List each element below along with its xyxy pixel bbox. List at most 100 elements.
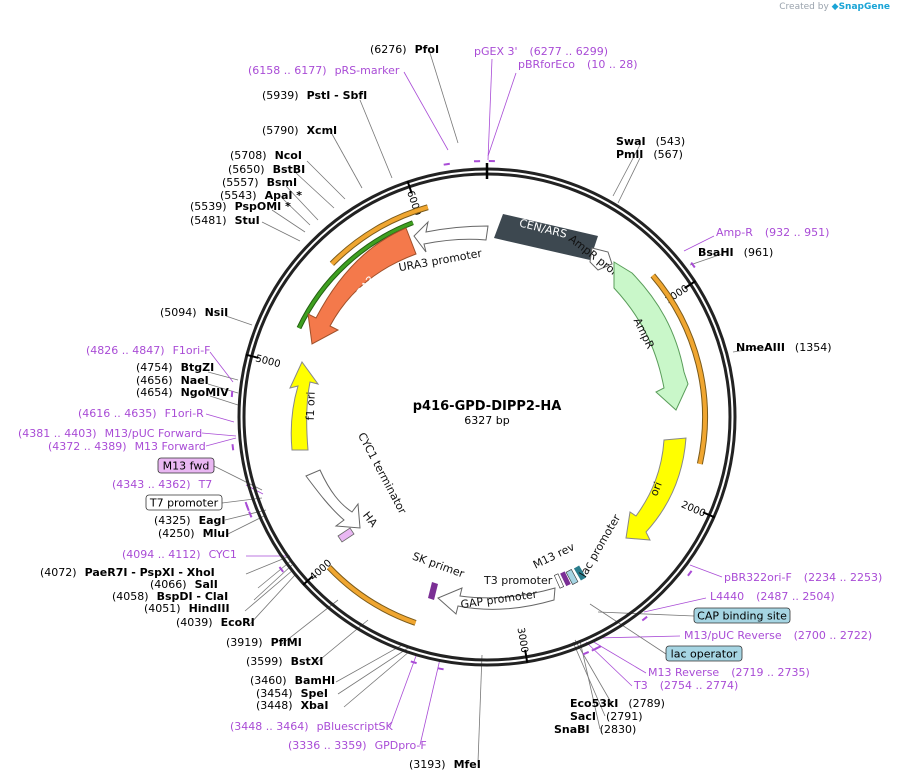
- primer-mark-11: [641, 615, 648, 622]
- lac-promoter-marker[interactable]: [573, 565, 587, 581]
- primer-l4440[interactable]: L4440(2487 .. 2504): [710, 590, 835, 603]
- primer-amp-r[interactable]: Amp-R(932 .. 951): [716, 226, 829, 239]
- site-snabi[interactable]: SnaBI(2830): [554, 723, 636, 736]
- svg-text:(4058)BspDI - ClaI: (4058)BspDI - ClaI: [112, 590, 228, 603]
- primer-f1ori-f[interactable]: (4826 .. 4847)F1ori-F: [86, 344, 211, 357]
- primer-pbr322ori-f[interactable]: pBR322ori-F(2234 .. 2253): [724, 571, 882, 584]
- svg-text:(4372 .. 4389)M13 Forward: (4372 .. 4389)M13 Forward: [48, 440, 206, 453]
- site-btgzi[interactable]: (4754)BtgZI: [136, 361, 214, 374]
- gap-promoter-feature[interactable]: [437, 587, 556, 615]
- primer-f1ori-r[interactable]: (4616 .. 4635)F1ori-R: [78, 407, 204, 420]
- tick-6000: [406, 180, 413, 194]
- svg-text:(5939)PstI - SbfI: (5939)PstI - SbfI: [262, 89, 367, 102]
- boxed-lac-operator[interactable]: lac operator: [665, 645, 743, 662]
- sk-primer-marker[interactable]: [428, 582, 438, 600]
- primer-gpdpro-f[interactable]: (3336 .. 3359)GPDpro-F: [288, 739, 427, 752]
- ura3-feature[interactable]: [307, 227, 417, 345]
- tick-4000: [302, 575, 314, 586]
- site-bstxi[interactable]: (3599)BstXI: [246, 655, 323, 668]
- restriction-site-labels[interactable]: (6276)PfoI (5939)PstI - SbfI (5790)XcmI (57…: [40, 43, 832, 771]
- boxed-t7-promoter[interactable]: T7 promoter: [145, 494, 223, 511]
- svg-text:(6158 .. 6177)pRS-marker: (6158 .. 6177)pRS-marker: [248, 64, 400, 77]
- ori-feature[interactable]: [625, 437, 687, 541]
- svg-text:(5543)ApaI *: (5543)ApaI *: [220, 189, 302, 202]
- cen-ars-feature[interactable]: [494, 214, 598, 260]
- cyc1-terminator-label: CYC1 terminator: [355, 430, 409, 516]
- site-xbai[interactable]: (3448)XbaI: [256, 699, 328, 712]
- site-bsahi[interactable]: BsaHI(961): [698, 246, 773, 259]
- svg-text:SwaI(543): SwaI(543): [616, 135, 685, 148]
- primer-t3[interactable]: T3(2754 .. 2774): [633, 679, 738, 692]
- f1-ori-label: f1 ori: [304, 391, 318, 420]
- primer-m13-puc-forward[interactable]: (4381 .. 4403)M13/pUC Forward: [18, 427, 202, 440]
- tick-label-5000: 5000: [254, 353, 281, 370]
- svg-text:(5539)PspOMI *: (5539)PspOMI *: [190, 200, 291, 213]
- site-pmli[interactable]: PmlI(567): [616, 148, 683, 161]
- primer-pbluescriptsk[interactable]: (3448 .. 3464)pBluescriptSK: [230, 720, 394, 733]
- snapgene-logo-icon: ◆: [831, 2, 839, 12]
- f1-ori-feature[interactable]: [289, 361, 320, 451]
- primer-prs-marker[interactable]: (6158 .. 6177)pRS-marker: [248, 64, 400, 77]
- boxed-m13-fwd[interactable]: M13 fwd: [157, 457, 215, 474]
- primer-m13-reverse[interactable]: M13 Reverse(2719 .. 2735): [648, 666, 810, 679]
- site-paer7i-pspxi-xhoi[interactable]: (4072)PaeR7I - PspXI - XhoI: [40, 566, 215, 579]
- ha-label: HA: [360, 509, 380, 530]
- svg-text:(3336 .. 3359)GPDpro-F: (3336 .. 3359)GPDpro-F: [288, 739, 427, 752]
- primer-t7[interactable]: (4343 .. 4362)T7: [112, 478, 212, 491]
- site-apai-[interactable]: (5543)ApaI *: [220, 189, 302, 202]
- svg-text:(4754)BtgZI: (4754)BtgZI: [136, 361, 214, 374]
- primer-pgex-3-[interactable]: pGEX 3'(6277 .. 6299): [474, 45, 608, 58]
- site-psti-sbfi[interactable]: (5939)PstI - SbfI: [262, 89, 367, 102]
- svg-text:L4440(2487 .. 2504): L4440(2487 .. 2504): [710, 590, 835, 603]
- site-mlui[interactable]: (4250)MluI: [158, 527, 229, 540]
- ampr-promoter-feature[interactable]: [589, 247, 613, 271]
- t3-marker[interactable]: [553, 573, 565, 589]
- site-bspdi-clai[interactable]: (4058)BspDI - ClaI: [112, 590, 228, 603]
- primer-m13-forward[interactable]: (4372 .. 4389)M13 Forward: [48, 440, 206, 453]
- site-swai[interactable]: SwaI(543): [616, 135, 685, 148]
- ampr-feature[interactable]: [613, 261, 689, 411]
- site-xcmi[interactable]: (5790)XcmI: [262, 124, 337, 137]
- site-eagi[interactable]: (4325)EagI: [154, 514, 225, 527]
- primer-mark-5: [231, 444, 235, 451]
- site-nsii[interactable]: (5094)NsiI: [160, 306, 228, 319]
- site-bstbi[interactable]: (5650)BstBI: [228, 163, 305, 176]
- site-ecori[interactable]: (4039)EcoRI: [176, 616, 255, 629]
- snapgene-brand: Created by ◆SnapGene: [779, 2, 890, 12]
- primer-mark-3: [690, 261, 696, 269]
- site-naei[interactable]: (4656)NaeI: [136, 374, 209, 387]
- svg-text:(4051)HindIII: (4051)HindIII: [144, 602, 230, 615]
- site-bamhi[interactable]: (3460)BamHI: [250, 674, 335, 687]
- m13-rev-marker[interactable]: [560, 571, 571, 587]
- primer-cyc1[interactable]: (4094 .. 4112)CYC1: [122, 548, 237, 561]
- site-pfoi[interactable]: (6276)PfoI: [370, 43, 439, 56]
- primer-binding-marks: [230, 160, 696, 671]
- svg-text:lac operator: lac operator: [671, 648, 738, 661]
- primer-labels[interactable]: pGEX 3'(6277 .. 6299)pBRforEco(10 .. 28)…: [18, 45, 882, 752]
- boxed-cap-binding-site[interactable]: CAP binding site: [693, 607, 791, 624]
- brand-prefix: Created by: [779, 2, 829, 12]
- site-bsmi[interactable]: (5557)BsmI: [222, 176, 297, 189]
- site-sali[interactable]: (4066)SalI: [150, 578, 218, 591]
- lac-operator-marker[interactable]: [565, 569, 579, 585]
- site-mfei[interactable]: (3193)MfeI: [409, 758, 481, 771]
- ura3-promoter-feature[interactable]: [413, 220, 489, 253]
- primer-m13-puc-reverse[interactable]: M13/pUC Reverse(2700 .. 2722): [684, 629, 872, 642]
- brand-name: SnapGene: [838, 2, 890, 12]
- site-nmeaiii[interactable]: NmeAIII(1354): [736, 341, 832, 354]
- site-ngomiv[interactable]: (4654)NgoMIV: [136, 386, 229, 399]
- svg-text:(4094 .. 4112)CYC1: (4094 .. 4112)CYC1: [122, 548, 237, 561]
- ha-feature[interactable]: [337, 527, 355, 543]
- primer-pbrforeco[interactable]: pBRforEco(10 .. 28): [518, 58, 638, 71]
- site-ncoi[interactable]: (5708)NcoI: [230, 149, 302, 162]
- site-pflmi[interactable]: (3919)PflMI: [226, 636, 302, 649]
- site-hindiii[interactable]: (4051)HindIII: [144, 602, 230, 615]
- site-eco53ki[interactable]: Eco53kI(2789): [570, 697, 665, 710]
- site-saci[interactable]: SacI(2791): [570, 710, 643, 723]
- site-spei[interactable]: (3454)SpeI: [256, 687, 328, 700]
- site-pspomi-[interactable]: (5539)PspOMI *: [190, 200, 291, 213]
- cyc1-terminator-feature[interactable]: [305, 469, 361, 529]
- site-stui[interactable]: (5481)StuI: [190, 214, 260, 227]
